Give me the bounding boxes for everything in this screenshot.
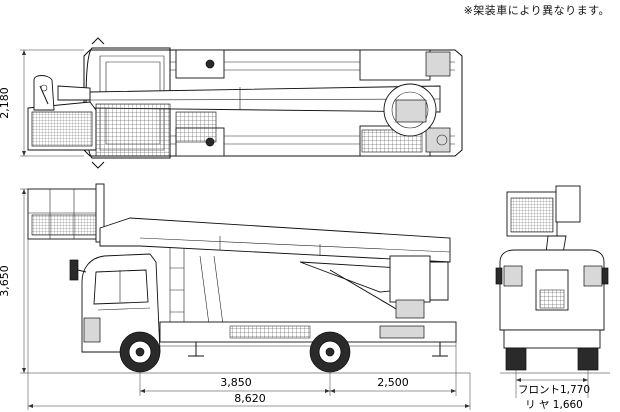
- dim-top-width: 2,180: [0, 87, 11, 119]
- track-dimensions: [515, 370, 589, 398]
- side-view: [27, 183, 470, 374]
- dim-height: 3,650: [0, 265, 11, 297]
- height-dimension: [20, 188, 40, 374]
- length-dimensions: [27, 239, 471, 410]
- rear-view: [495, 185, 610, 374]
- disclaimer-note: ※架装車により異なります。: [463, 4, 610, 17]
- dim-overall-length: 8,620: [234, 392, 266, 405]
- dim-rear-track: リ ヤ 1,660: [525, 399, 583, 411]
- top-width-dimension: [20, 49, 84, 157]
- dim-rear-overhang: 2,500: [377, 376, 409, 389]
- dim-wheelbase: 3,850: [220, 376, 252, 389]
- top-view: [27, 37, 463, 169]
- dim-front-track: フロント1,770: [518, 384, 590, 396]
